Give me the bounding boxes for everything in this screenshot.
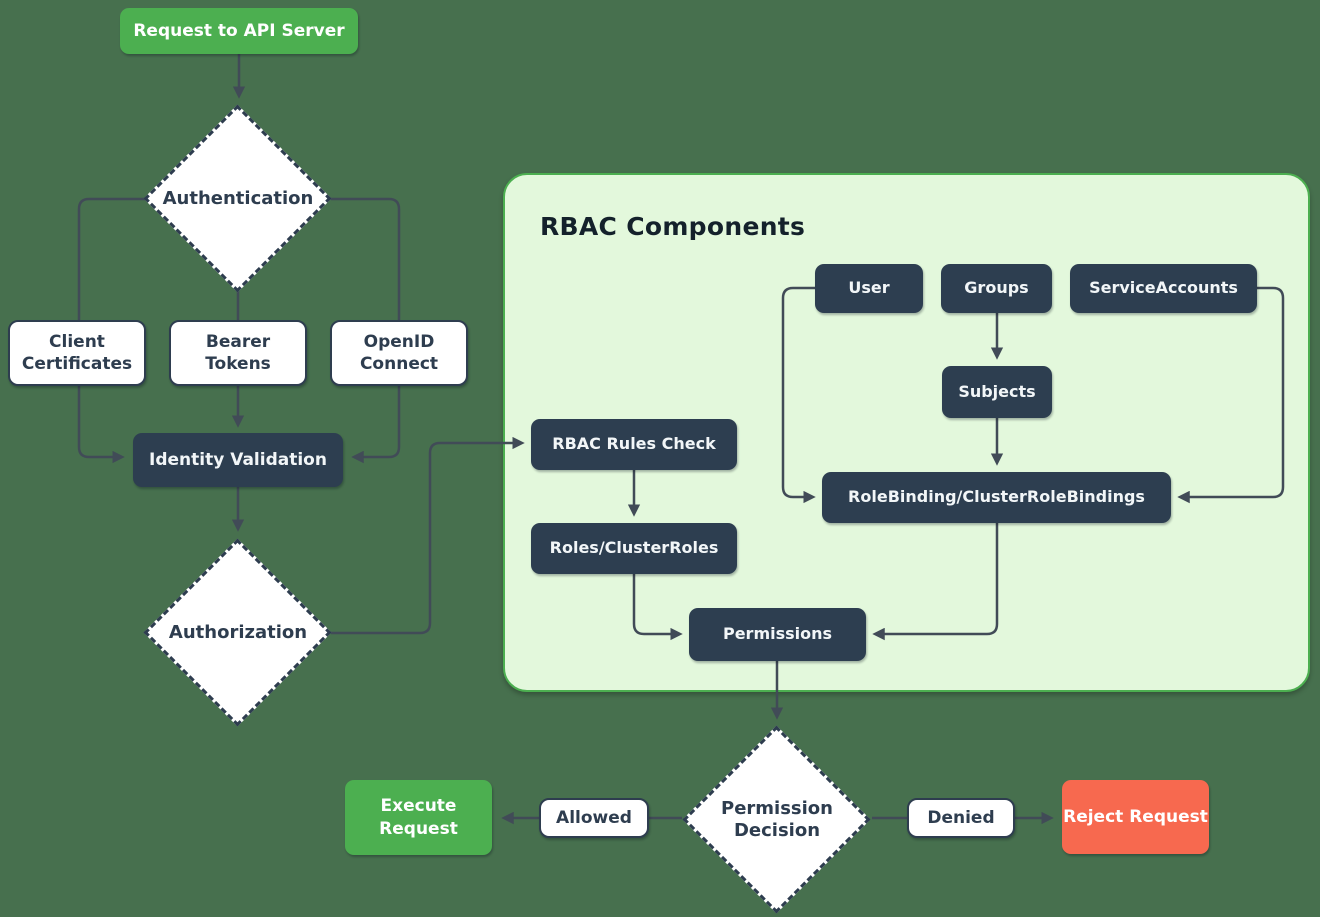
node-subjects: Subjects — [942, 366, 1052, 418]
node-permissions: Permissions — [689, 608, 866, 661]
node-identity-validation: Identity Validation — [133, 433, 343, 487]
edge-label-denied: Denied — [907, 798, 1015, 838]
node-rolebinding-clusterrolebindings: RoleBinding/ClusterRoleBindings — [822, 472, 1171, 523]
node-user: User — [815, 264, 923, 313]
edge-label-allowed: Allowed — [539, 798, 649, 838]
node-authentication: Authentication — [162, 187, 314, 209]
node-reject-request: Reject Request — [1062, 780, 1209, 854]
node-openid-connect: OpenID Connect — [330, 320, 468, 386]
node-groups: Groups — [941, 264, 1052, 313]
node-client-certificates: Client Certificates — [8, 320, 146, 386]
node-request-to-api-server: Request to API Server — [120, 8, 358, 54]
node-execute-request: Execute Request — [345, 780, 492, 855]
node-roles-clusterroles: Roles/ClusterRoles — [531, 523, 737, 574]
node-permission-decision: Permission Decision — [721, 797, 833, 842]
rbac-panel-title: RBAC Components — [540, 212, 806, 241]
node-rbac-rules-check: RBAC Rules Check — [531, 419, 737, 470]
node-authorization: Authorization — [168, 621, 308, 643]
node-serviceaccounts: ServiceAccounts — [1070, 264, 1257, 313]
node-bearer-tokens: Bearer Tokens — [169, 320, 307, 386]
